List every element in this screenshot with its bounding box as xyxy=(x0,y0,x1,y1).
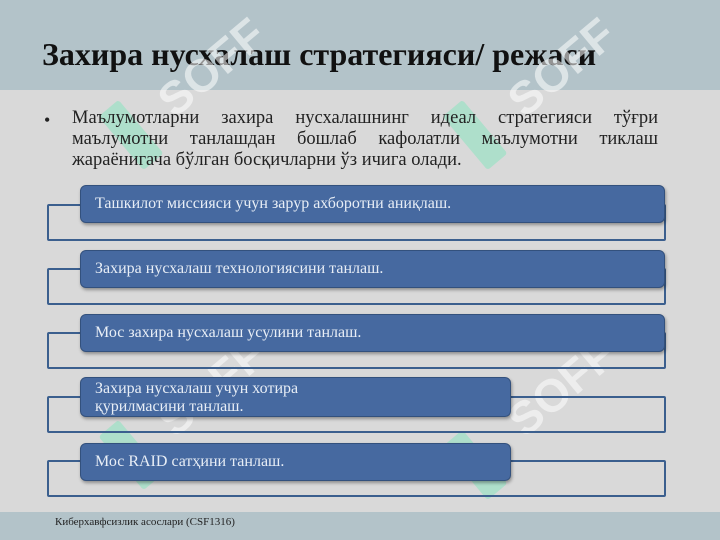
slide-title: Захира нусхалаш стратегияси/ режаси xyxy=(42,36,597,72)
step-box-4: Захира нусхалаш учун хотира қурилмасини … xyxy=(80,377,511,417)
step-box-2: Захира нусхалаш технологиясини танлаш. xyxy=(80,250,665,288)
slide-footer: Киберхавфсизлик асослари (CSF1316) xyxy=(55,516,235,528)
bullet-text: Маълумотларни захира нусхалашнинг идеал … xyxy=(72,108,658,170)
step-box-1: Ташкилот миссияси учун зарур ахборотни а… xyxy=(80,185,665,223)
bullet-marker: • xyxy=(44,110,51,130)
step-box-5: Мос RAID сатҳини танлаш. xyxy=(80,443,511,481)
step-box-3: Мос захира нусхалаш усулини танлаш. xyxy=(80,314,665,352)
title-band xyxy=(0,0,720,90)
footer-band xyxy=(0,512,720,540)
